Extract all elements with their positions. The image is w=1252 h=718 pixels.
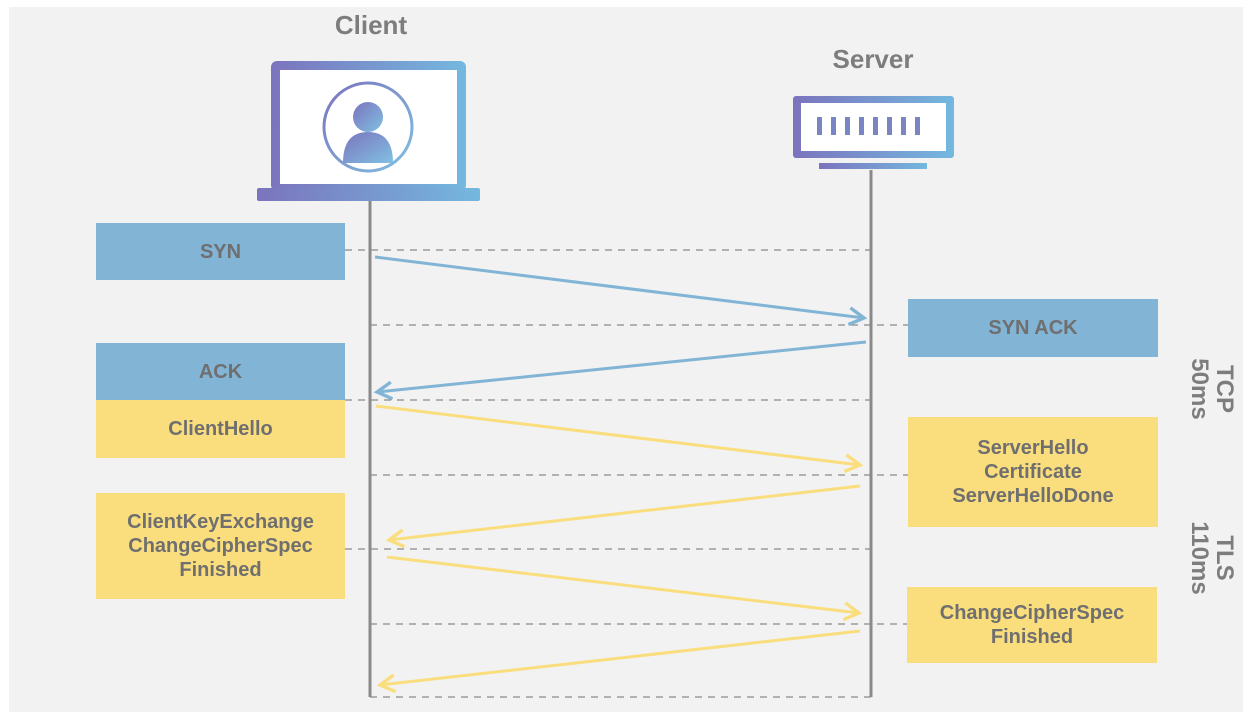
key-exchange-arrow [386, 555, 863, 622]
ack-message: ACK [96, 343, 345, 400]
server-title: Server [832, 44, 914, 74]
client-key-exchange-message: ClientKeyExchange ChangeCipherSpec Finis… [96, 493, 345, 599]
server-finished-message: ChangeCipherSpec Finished [907, 587, 1157, 663]
server-hello-message: ServerHello Certificate ServerHelloDone [908, 417, 1158, 527]
server-finished-arrow [376, 629, 861, 694]
tls-phase-label: TLS 110ms [1186, 521, 1238, 595]
dashed-guides [345, 249, 908, 698]
server-icon [793, 96, 954, 169]
tcp-phase-label: TCP 50ms [1186, 358, 1238, 420]
server-hello-arrow [385, 484, 861, 549]
user-avatar-icon [322, 81, 414, 173]
syn-message: SYN [96, 223, 345, 280]
syn-ack-arrow [373, 340, 867, 401]
syn-arrow [374, 255, 868, 327]
client-hello-message: ClientHello [96, 400, 345, 458]
client-title: Client [334, 10, 408, 40]
syn-ack-message: SYN ACK [908, 299, 1158, 357]
client-hello-arrow [375, 404, 864, 474]
